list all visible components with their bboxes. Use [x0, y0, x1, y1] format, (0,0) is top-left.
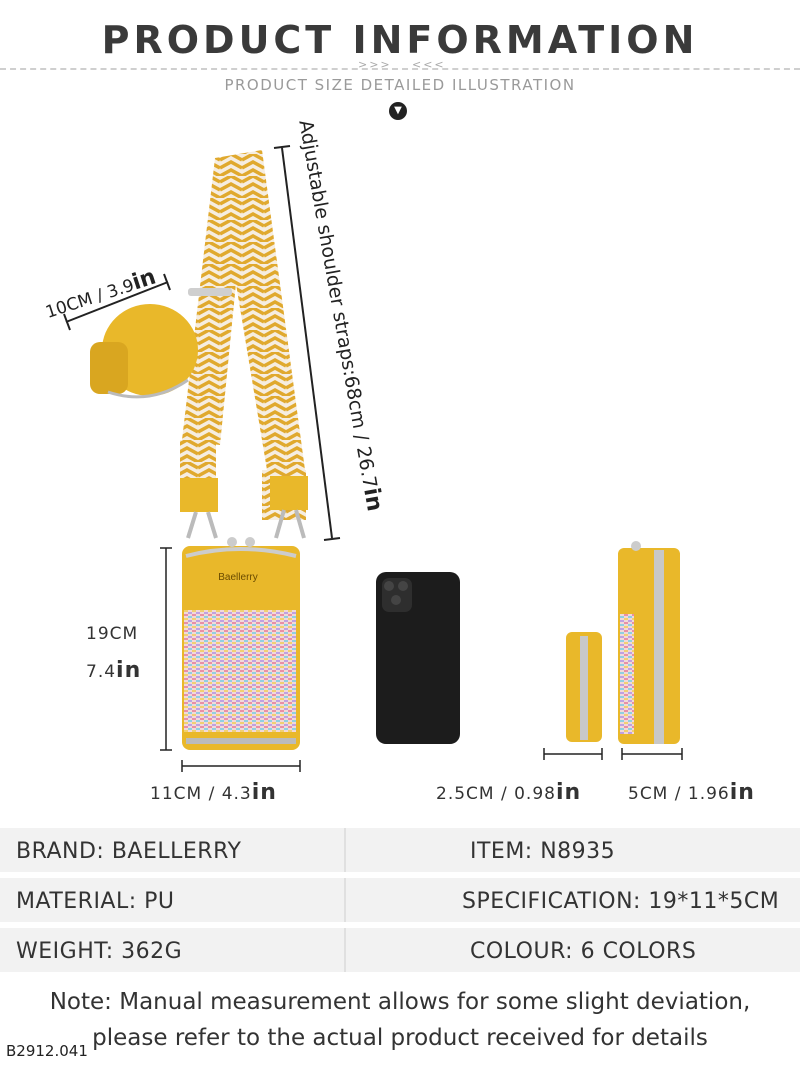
note-line-2: please refer to the actual product recei… — [92, 1025, 708, 1051]
height-in-unit: in — [116, 658, 142, 683]
spec-brand: BRAND: BAELLERRY — [16, 838, 242, 864]
arrows-right: >>> — [358, 58, 392, 71]
spec-row-weight: WEIGHT: 362G COLOUR: 6 COLORS — [0, 926, 800, 976]
spec-specification: SPECIFICATION: 19*11*5CM — [462, 888, 780, 914]
pouch-dimension-line — [63, 273, 171, 331]
width-dimension-line — [181, 760, 301, 772]
spec-divider — [344, 928, 346, 972]
width-label: 11CM / 4.3in — [150, 780, 277, 805]
phone-image — [376, 572, 460, 744]
spec-row-bg — [0, 928, 800, 972]
spec-weight: WEIGHT: 362G — [16, 938, 183, 964]
depth-small-dimension-line — [543, 748, 603, 760]
spec-divider — [344, 828, 346, 872]
width-text: 11CM / 4.3 — [150, 784, 252, 804]
chevron-down-icon: ▼ — [389, 102, 407, 120]
shoulder-strap — [180, 150, 308, 539]
depth-large-text: 5CM / 1.96 — [628, 784, 730, 804]
bag-side-view-large — [618, 541, 680, 744]
height-in-text: 7.4 — [86, 662, 117, 682]
spec-row-material: MATERIAL: PU SPECIFICATION: 19*11*5CM — [0, 876, 800, 926]
bag-side-view-small — [566, 632, 602, 742]
product-code: B2912.041 — [0, 1040, 94, 1062]
depth-large-label: 5CM / 1.96in — [628, 780, 755, 805]
depth-large-dimension-line — [621, 748, 683, 760]
strap-length-unit: in — [358, 486, 387, 514]
measurement-note: Note: Manual measurement allows for some… — [0, 984, 800, 1056]
spec-row-brand: BRAND: BAELLERRY ITEM: N8935 — [0, 826, 800, 876]
spec-colour: COLOUR: 6 COLORS — [470, 938, 697, 964]
arrows-left: <<< — [412, 58, 446, 71]
spec-row-bg — [0, 828, 800, 872]
width-unit: in — [251, 780, 277, 805]
height-dimension-line — [160, 547, 172, 751]
page-title: PRODUCT INFORMATION — [101, 18, 699, 62]
spec-item: ITEM: N8935 — [470, 838, 616, 864]
spec-divider — [344, 878, 346, 922]
product-illustration: Baellerry — [63, 145, 683, 772]
height-in-label: 7.4in — [86, 658, 141, 683]
depth-small-unit: in — [555, 780, 582, 805]
note-line-1: Note: Manual measurement allows for some… — [49, 989, 751, 1015]
bag-brand-text: Baellerry — [218, 572, 257, 583]
header-divider — [0, 68, 800, 70]
phone-bag — [182, 537, 300, 750]
coin-pouch — [90, 304, 198, 399]
spec-material: MATERIAL: PU — [16, 888, 175, 914]
spec-table: BRAND: BAELLERRY ITEM: N8935 MATERIAL: P… — [0, 826, 800, 976]
depth-large-unit: in — [729, 780, 755, 805]
page-subtitle: PRODUCT SIZE DETAILED ILLUSTRATION — [224, 76, 576, 94]
strap-dimension-line — [273, 145, 341, 541]
spec-row-bg — [0, 878, 800, 922]
height-cm-label: 19CM — [86, 624, 139, 644]
depth-small-label: 2.5CM / 0.98in — [436, 780, 581, 805]
depth-small-text: 2.5CM / 0.98 — [436, 784, 556, 804]
